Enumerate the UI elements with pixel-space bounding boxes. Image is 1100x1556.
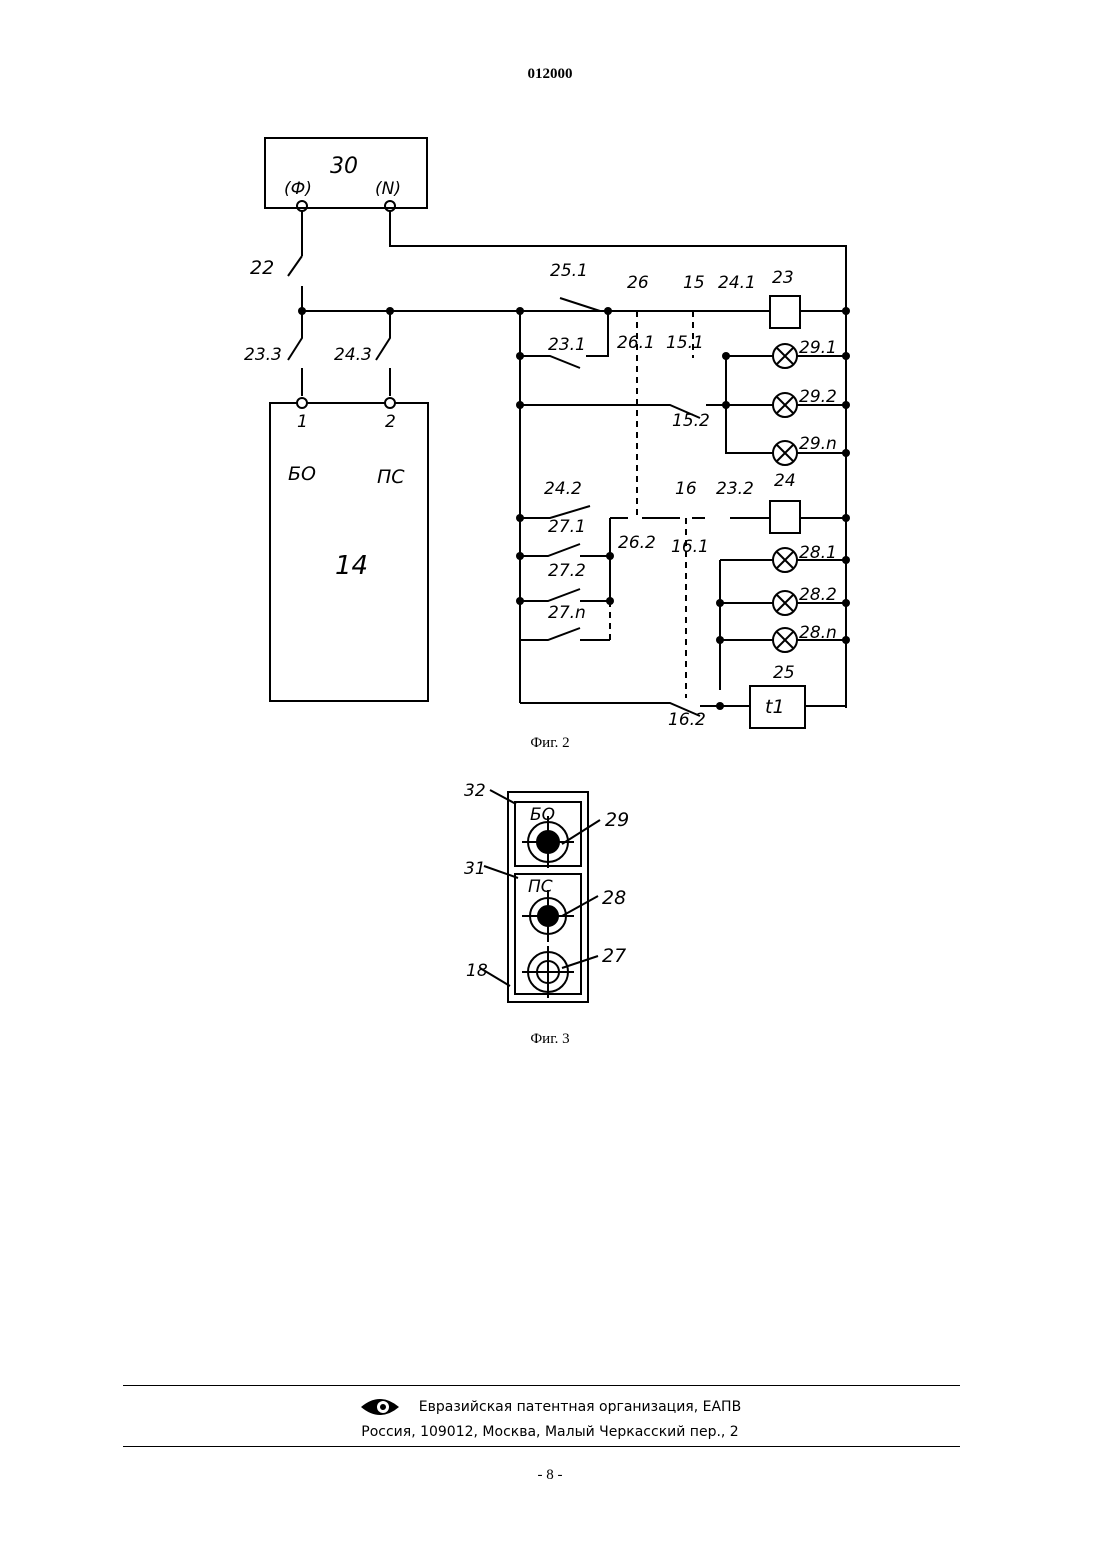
label-button-27: 27 — [602, 945, 626, 967]
figure-2-caption: Фиг. 2 — [0, 735, 1100, 752]
label-contact-23-3: 23.3 — [244, 345, 282, 365]
contact-16-2 — [520, 703, 750, 716]
eapo-eye-icon — [359, 1395, 401, 1419]
label-bo: БО — [530, 805, 555, 825]
label-lamp-28-n: 28.n — [799, 623, 837, 643]
figure-3-control-panel: 32 31 18 БО ПС 29 28 27 — [450, 776, 650, 1006]
contact-25-1 — [560, 298, 600, 311]
lamps — [773, 344, 797, 652]
label-sensor-16: 16 — [675, 479, 697, 499]
label-lamp-29-n: 29.n — [799, 434, 837, 454]
label-lamp-29: 29 — [605, 809, 629, 831]
label-block-14: 14 — [335, 551, 368, 581]
figure-2-circuit-diagram: 30 (Ф) (N) 22 23.3 24.3 1 2 БО ПС 14 25.… — [230, 128, 870, 738]
organization-name: Евразийская патентная организация, ЕАПВ — [419, 1399, 741, 1415]
lamp-29-n-icon — [773, 441, 797, 465]
label-neutral: (N) — [375, 179, 401, 199]
label-contact-25-1: 25.1 — [550, 261, 588, 281]
coil-23 — [770, 296, 800, 328]
label-lamp-28-2: 28.2 — [799, 585, 837, 605]
lamp-29-2-icon — [773, 393, 797, 417]
mechanical-links — [637, 311, 693, 698]
label-lamp-29-2: 29.2 — [799, 387, 837, 407]
label-contact-26-1: 26.1 — [617, 333, 655, 353]
label-ps: ПС — [377, 466, 405, 488]
label-button-27-2: 27.2 — [548, 561, 586, 581]
label-contact-24-2: 24.2 — [544, 479, 582, 499]
button-27-n — [520, 628, 610, 640]
label-block-30: 30 — [330, 154, 358, 179]
organization-address: Россия, 109012, Москва, Малый Черкасский… — [0, 1424, 1100, 1440]
label-coil-23: 23 — [772, 268, 794, 288]
footer-top-rule — [123, 1385, 960, 1386]
lamp-28-1-icon — [773, 548, 797, 572]
label-sensor-15: 15 — [683, 273, 705, 293]
contact-23-3 — [288, 311, 302, 396]
label-contact-23-2: 23.2 — [716, 479, 754, 499]
label-phase: (Ф) — [284, 179, 312, 199]
contact-24-3 — [376, 311, 390, 396]
label-contact-15-2: 15.2 — [672, 411, 710, 431]
label-panel-31: 31 — [464, 859, 486, 879]
label-contact-15-1: 15.1 — [666, 333, 704, 353]
label-panel-32: 32 — [464, 781, 486, 801]
label-switch-22: 22 — [250, 257, 274, 279]
label-contact-16-2: 16.2 — [668, 710, 706, 730]
label-button-26: 26 — [627, 273, 649, 293]
label-lamp-29-1: 29.1 — [799, 338, 837, 358]
label-contact-16-1: 16.1 — [671, 537, 709, 557]
label-button-27-1: 27.1 — [548, 517, 586, 537]
label-button-27-n: 27.n — [548, 603, 586, 623]
label-contact-23-1: 23.1 — [548, 335, 586, 355]
label-terminal-1: 1 — [297, 412, 308, 432]
label-lamp-28: 28 — [602, 887, 626, 909]
label-terminal-2: 2 — [385, 412, 396, 432]
label-housing-18: 18 — [466, 961, 488, 981]
panel-controls — [522, 816, 574, 998]
label-contact-26-2: 26.2 — [618, 533, 656, 553]
label-lamp-28-1: 28.1 — [799, 543, 837, 563]
lamp-28-2-icon — [773, 591, 797, 615]
footer-organization-line: Евразийская патентная организация, ЕАПВ — [0, 1395, 1100, 1419]
label-timer-t1: t1 — [765, 696, 785, 718]
label-contact-24-3: 24.3 — [334, 345, 372, 365]
label-ps: ПС — [528, 877, 553, 897]
switch-22 — [288, 211, 302, 311]
label-contact-24-1: 24.1 — [718, 273, 756, 293]
label-timer-25: 25 — [773, 663, 795, 683]
lamp-28-icon — [522, 890, 574, 942]
lamp-29-1-icon — [773, 344, 797, 368]
lamp-28-n-icon — [773, 628, 797, 652]
terminal-neutral — [385, 201, 395, 211]
footer-bottom-rule — [123, 1446, 960, 1447]
document-number: 012000 — [0, 66, 1100, 83]
label-coil-24: 24 — [774, 471, 796, 491]
label-bo: БО — [288, 463, 316, 485]
button-27-icon — [522, 946, 574, 998]
figure-3-caption: Фиг. 3 — [0, 1031, 1100, 1048]
coil-24 — [770, 501, 800, 533]
terminal-phase — [297, 201, 307, 211]
page-number: - 8 - — [0, 1467, 1100, 1484]
